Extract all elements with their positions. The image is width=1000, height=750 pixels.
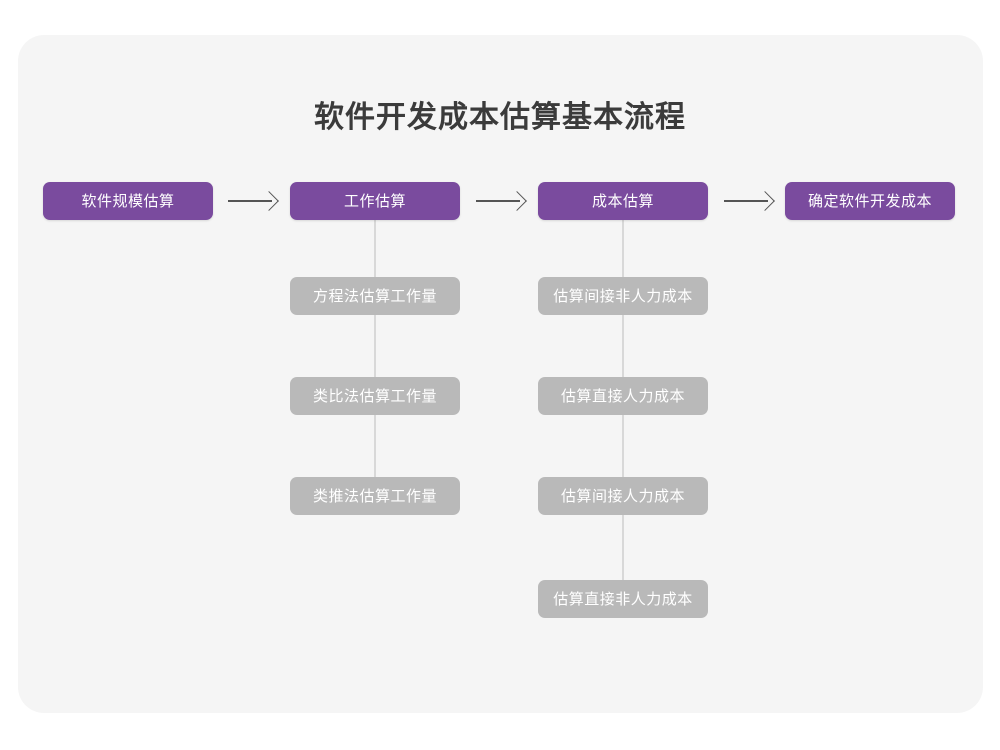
diagram-card — [18, 35, 983, 713]
arrow-right-icon-step1-step2 — [228, 191, 279, 211]
arrow-right-icon-step3-step4 — [724, 191, 775, 211]
arrow-head — [755, 191, 775, 211]
flow-subnode-substep-3-3[interactable]: 估算间接人力成本 — [538, 477, 708, 515]
flow-subnode-substep-2-1[interactable]: 方程法估算工作量 — [290, 277, 460, 315]
flow-subnode-substep-2-2[interactable]: 类比法估算工作量 — [290, 377, 460, 415]
connector-line-col3-c — [622, 414, 624, 482]
flow-node-step-3[interactable]: 成本估算 — [538, 182, 708, 220]
flow-subnode-substep-3-1[interactable]: 估算间接非人力成本 — [538, 277, 708, 315]
flow-node-step-4[interactable]: 确定软件开发成本 — [785, 182, 955, 220]
arrow-shaft — [228, 200, 272, 202]
arrow-head — [259, 191, 279, 211]
connector-line-col3-d — [622, 514, 624, 582]
flow-subnode-substep-3-2[interactable]: 估算直接人力成本 — [538, 377, 708, 415]
flow-subnode-substep-3-4[interactable]: 估算直接非人力成本 — [538, 580, 708, 618]
flow-node-step-2[interactable]: 工作估算 — [290, 182, 460, 220]
flow-subnode-substep-2-3[interactable]: 类推法估算工作量 — [290, 477, 460, 515]
page-title: 软件开发成本估算基本流程 — [314, 101, 686, 134]
arrow-shaft — [724, 200, 768, 202]
connector-line-col2-a — [374, 210, 376, 290]
arrow-head — [507, 191, 527, 211]
arrow-shaft — [476, 200, 520, 202]
connector-line-col2-c — [374, 414, 376, 482]
connector-line-col2-b — [374, 314, 376, 382]
connector-line-col3-a — [622, 210, 624, 290]
flow-node-step-1[interactable]: 软件规模估算 — [43, 182, 213, 220]
arrow-right-icon-step2-step3 — [476, 191, 527, 211]
connector-line-col3-b — [622, 314, 624, 382]
